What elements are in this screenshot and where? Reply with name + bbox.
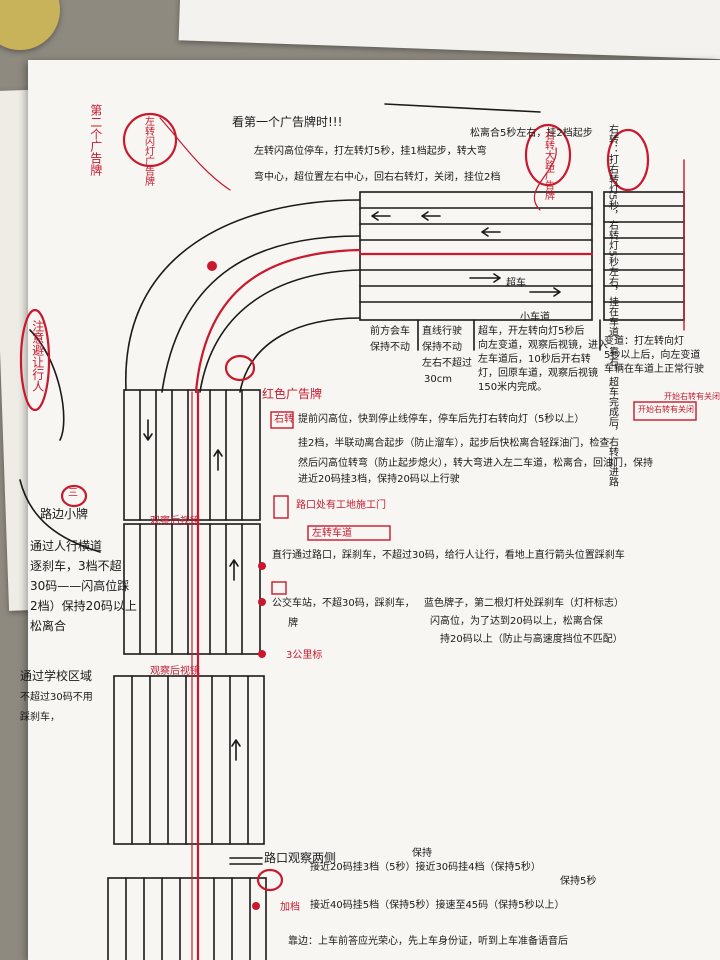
under-mid-4: 30cm: [424, 374, 452, 385]
straight-note: 直行通过路口，踩刹车，不超过30码，给行人让行，看地上直行箭头位置踩刹车: [272, 550, 625, 561]
school-note-2: 逐刹车，3档不超: [30, 559, 122, 573]
under-right-4: 灯，回原车道，观察后视镜: [478, 368, 598, 379]
three-lane-label: 3公里标: [286, 650, 323, 661]
bus-note-3: 牌: [288, 618, 298, 629]
school-note-1: 通过人行横道: [30, 539, 103, 553]
school-note-5: 松离合: [30, 619, 67, 633]
top-title: 看第一个广告牌时!!!: [232, 115, 343, 129]
top-left-circle-text: 左转闪灯广告牌: [142, 116, 154, 186]
under-left-2: 保持不动: [370, 342, 410, 353]
under-right-2: 向左变道，观察后视镜，进入: [478, 340, 608, 351]
red-ad-box: 右转: [274, 414, 294, 425]
under-right-3: 左车道后，10秒后开右转: [478, 354, 591, 365]
school-zone-2: 不超过30码不用: [20, 692, 93, 703]
top-note-1: 左转闪高位停车，打左转灯5秒，挂1档起步，转大弯: [254, 146, 487, 157]
bottom-line: 靠边：上车前答应光荣心，先上车身份证，听到上车准备语音后: [288, 936, 568, 947]
accel-hold-top: 保持: [412, 848, 432, 859]
under-far-right-1: 变道：打左转向灯: [604, 336, 684, 347]
under-far-right-2: 5秒以上后，向左变道: [604, 350, 701, 361]
under-left-1: 前方会车: [370, 326, 410, 337]
under-mid-3: 左右不超过: [422, 358, 472, 369]
accel-2: 接近40码挂5档（保持5秒）接速至45码（保持5秒以上）: [310, 900, 565, 911]
accel-1: 接近20码挂3档（5秒）接近30码挂4档（保持5秒）: [310, 862, 541, 873]
crossing-label: 路口观察两侧: [264, 851, 337, 865]
top-right-note: 松离合5秒左右，挂2档起步: [470, 128, 593, 139]
school-zone-1: 通过学校区域: [20, 669, 93, 683]
construction-label: 路口处有工地施工门: [296, 500, 386, 511]
red-line-4: 进近20码挂3档，保持20码以上行驶: [298, 474, 460, 485]
red-ad-label: 红色广告牌: [262, 387, 323, 401]
observe-mirror-mid: 观察后视镜: [150, 666, 200, 677]
red-line-2: 挂2档，半联动离合起步（防止溜车），起步后快松离合轻踩油门，检查: [298, 438, 610, 449]
overtake-label: 超车: [506, 278, 526, 289]
left-side-note: 注意避让行人: [30, 320, 45, 392]
bus-note-5: 持20码以上（防止与高速度挡位不匹配）: [440, 634, 623, 645]
red-line-3: 然后闪高位转弯（防止起步熄火），转大弯进入左二车道，松离合，回油门，保持: [298, 458, 653, 469]
bus-note-1: 公交车站，不超30码，踩刹车，: [272, 598, 415, 609]
under-mid-1: 直线行驶: [422, 326, 462, 337]
school-label: 路边小牌: [40, 507, 89, 521]
under-right-1: 超车，开左转向灯5秒后: [478, 326, 585, 337]
school-note-3: 30码——闪高位踩: [30, 579, 130, 593]
accel-hold-right: 保持5秒: [560, 876, 597, 887]
under-right-5: 150米内完成。: [478, 382, 548, 393]
bus-note-2: 蓝色牌子，第二根灯杆处踩刹车（灯杆标志）: [424, 598, 624, 609]
road-box-label: 左转车道: [312, 528, 352, 539]
top-right-circle-text: 右转大路广告牌: [542, 130, 554, 200]
school-zone-3: 踩刹车，: [20, 712, 60, 723]
observe-mirror-top: 观察后视镜: [150, 516, 200, 527]
red-line-1-box: 开始右转有关闭: [638, 405, 694, 414]
red-line-1: 提前闪高位，快到停止线停车，停车后先打右转向灯（5秒以上）: [298, 414, 585, 425]
top-note-2: 弯中心，超位置左右中心，回右右转灯，关闭，挂位2档: [254, 172, 501, 183]
lane-label-small: 小车道: [520, 312, 550, 323]
under-mid-2: 保持不动: [422, 342, 462, 353]
under-far-right-3: 车辆在车道上正常行驶: [604, 364, 704, 375]
top-right-red-box: 开始右转有关闭: [664, 392, 720, 401]
school-note-4: 2档）保持20码以上: [30, 599, 137, 613]
top-left-label: 第二个广告牌: [88, 104, 103, 176]
bus-note-4: 闪高位，为了达到20码以上，松离合保: [430, 616, 603, 627]
school-circle: 三: [68, 488, 78, 499]
accel-circle: 加档: [280, 902, 300, 913]
far-right-note: 右转：打右转灯5秒，右转灯5秒左右，挂在车道，靠右，超车完成后，右转灯进路: [606, 124, 618, 487]
